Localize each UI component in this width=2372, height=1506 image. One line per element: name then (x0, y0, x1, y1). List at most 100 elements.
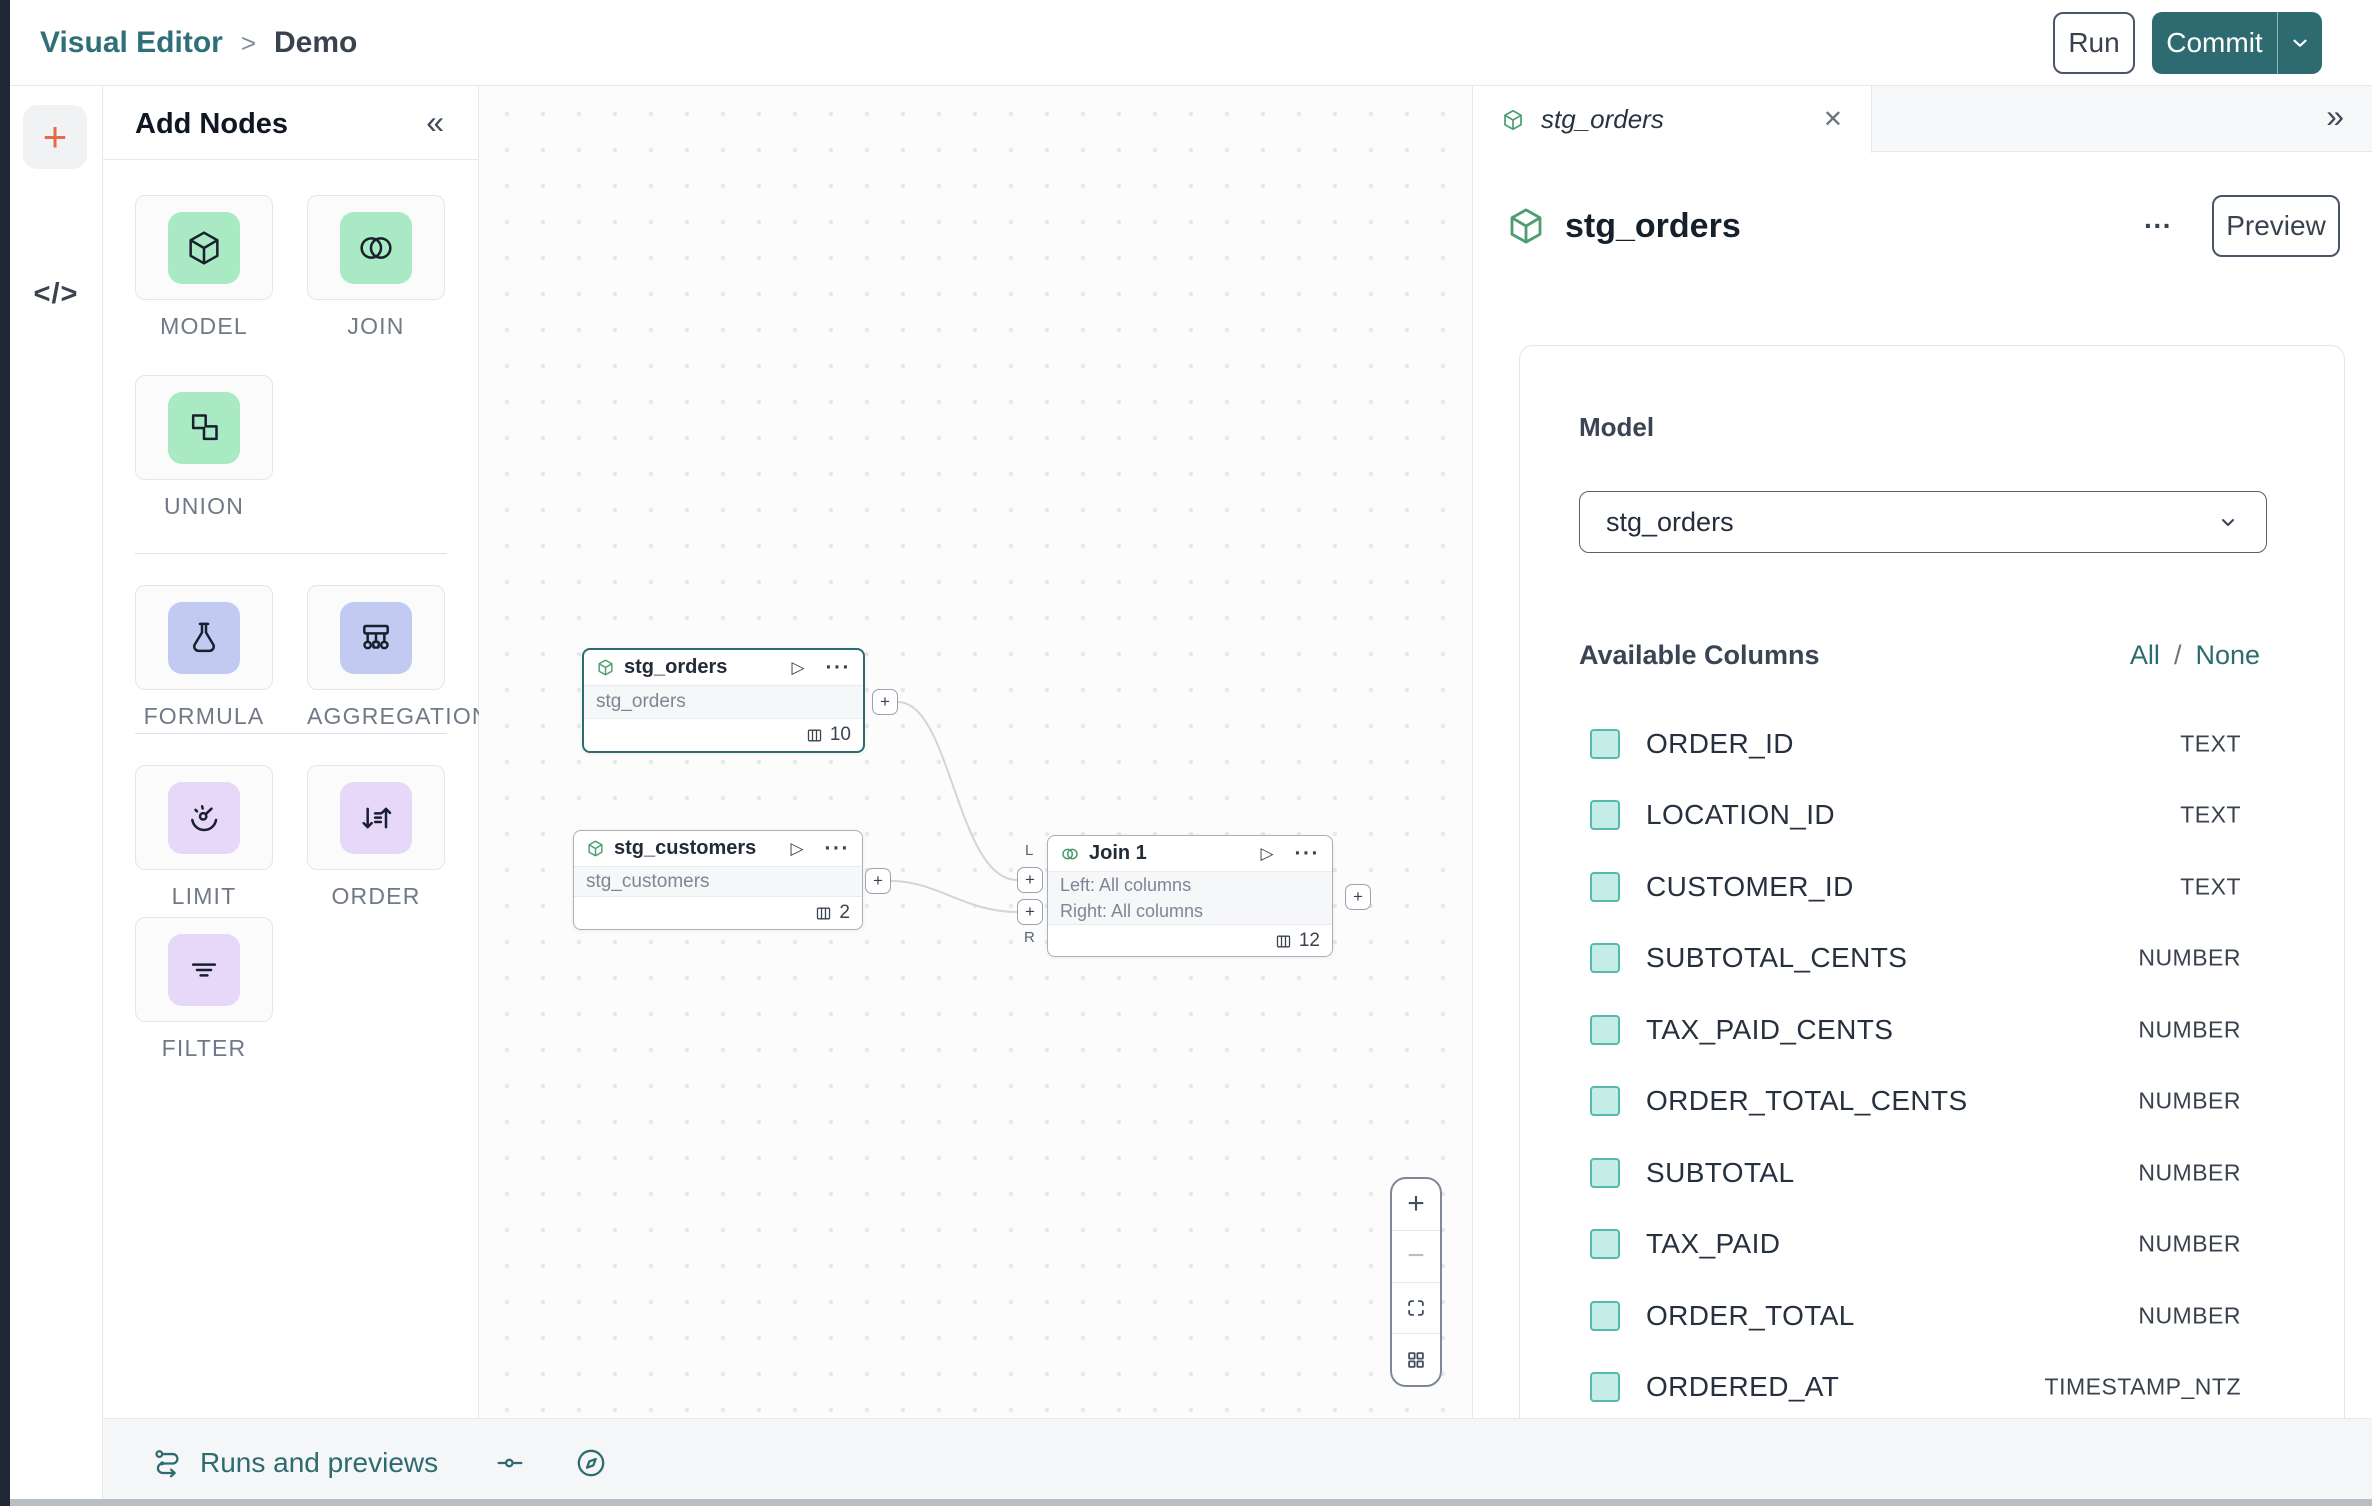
column-checkbox[interactable] (1590, 871, 1620, 902)
fit-view-icon (1408, 1300, 1424, 1316)
model-cube-icon (168, 211, 240, 284)
panel-menu-icon[interactable]: ··· (2144, 210, 2172, 241)
column-row: SUBTOTAL NUMBER (1520, 1137, 2344, 1209)
node-type-aggregation[interactable] (307, 585, 445, 690)
column-type: NUMBER (2138, 1087, 2241, 1114)
available-columns-header: Available Columns All / None (1579, 640, 2260, 671)
column-name: ORDER_TOTAL (1646, 1299, 1855, 1331)
join-right-port-label: R (1024, 929, 1035, 946)
node-type-join[interactable] (307, 195, 445, 300)
play-icon[interactable]: ▷ (791, 657, 805, 677)
commit-split-button[interactable]: Commit (2152, 12, 2322, 74)
node-header: stg_customers ▷ ··· (574, 831, 862, 866)
preview-button[interactable]: Preview (2212, 195, 2340, 257)
play-icon[interactable]: ▷ (790, 838, 804, 858)
panel-divider (103, 159, 478, 160)
column-name: SUBTOTAL (1646, 1156, 1795, 1188)
run-button[interactable]: Run (2053, 12, 2135, 74)
node-body: stg_customers (574, 866, 862, 897)
join-output-port[interactable]: + (1345, 884, 1371, 910)
column-checkbox[interactable] (1590, 943, 1620, 974)
select-all-link[interactable]: All (2129, 640, 2160, 670)
join-left-input-port[interactable]: + (1017, 867, 1043, 893)
commit-button[interactable]: Commit (2166, 27, 2263, 58)
dag-canvas[interactable]: stg_orders ▷ ··· stg_orders 10 + stg_cus… (479, 86, 1473, 1418)
close-tab-icon[interactable]: ✕ (1822, 106, 1843, 133)
collapse-panel-button[interactable]: « (426, 104, 444, 141)
auto-layout-button[interactable] (1392, 1334, 1440, 1385)
column-row: SUBTOTAL_CENTS NUMBER (1520, 923, 2344, 995)
node-type-formula[interactable] (135, 585, 273, 690)
compass-icon[interactable] (574, 1446, 608, 1480)
column-checkbox[interactable] (1590, 1014, 1620, 1045)
group-divider (135, 553, 447, 554)
commit-node-icon[interactable] (494, 1447, 526, 1479)
plus-icon: + (880, 692, 890, 711)
column-type: TIMESTAMP_NTZ (2044, 1373, 2241, 1400)
canvas-node-stg-orders[interactable]: stg_orders ▷ ··· stg_orders 10 (582, 648, 865, 753)
canvas-zoom-controls: + − (1390, 1177, 1442, 1387)
zoom-out-button[interactable]: − (1392, 1231, 1440, 1283)
tab-stg-orders[interactable]: stg_orders ✕ (1473, 86, 1872, 153)
stg-customers-output-port[interactable]: + (865, 868, 891, 894)
node-type-label: UNION (163, 493, 245, 519)
play-icon[interactable]: ▷ (1260, 843, 1274, 863)
node-type-order[interactable] (307, 765, 445, 870)
model-select-value: stg_orders (1606, 506, 1734, 537)
column-type: NUMBER (2138, 944, 2241, 971)
aggregation-tree-icon (340, 601, 412, 674)
node-type-union[interactable] (135, 375, 273, 480)
node-type-model[interactable] (135, 195, 273, 300)
code-view-button[interactable]: </> (10, 278, 102, 311)
expand-panel-button[interactable]: » (2326, 98, 2344, 135)
tab-title: stg_orders (1541, 104, 1664, 134)
chevron-down-icon (2293, 39, 2307, 47)
node-footer: 12 (1048, 925, 1332, 956)
column-row: ORDER_TOTAL NUMBER (1520, 1280, 2344, 1352)
columns-list: ORDER_ID TEXT LOCATION_ID TEXT CUSTOMER_… (1520, 708, 2344, 1418)
flask-icon (168, 601, 240, 674)
breadcrumb-visual-editor[interactable]: Visual Editor (40, 25, 223, 59)
node-menu-icon[interactable]: ··· (1294, 841, 1320, 865)
column-checkbox[interactable] (1590, 1300, 1620, 1331)
join-right-input-port[interactable]: + (1017, 899, 1043, 925)
plus-icon: + (1025, 902, 1035, 921)
column-name: SUBTOTAL_CENTS (1646, 942, 1908, 974)
add-node-tool-button[interactable]: + (23, 105, 87, 169)
column-name: CUSTOMER_ID (1646, 870, 1854, 902)
runs-and-previews-button[interactable]: Runs and previews (152, 1447, 438, 1479)
edge-connectors (890, 701, 1018, 913)
column-name: TAX_PAID (1646, 1228, 1781, 1260)
grid-icon (1408, 1351, 1424, 1368)
model-cube-icon (1504, 109, 1522, 130)
node-header: stg_orders ▷ ··· (584, 650, 863, 685)
canvas-node-stg-customers[interactable]: stg_customers ▷ ··· stg_customers 2 (573, 830, 863, 930)
select-none-link[interactable]: None (2195, 640, 2260, 670)
column-type: NUMBER (2138, 1230, 2241, 1257)
node-type-label: AGGREGATION (307, 703, 490, 729)
stg-orders-output-port[interactable]: + (872, 689, 898, 715)
column-checkbox[interactable] (1590, 800, 1620, 831)
node-menu-icon[interactable]: ··· (825, 655, 851, 679)
node-type-filter[interactable] (135, 917, 273, 1022)
column-count: 12 (1298, 930, 1320, 951)
column-name: ORDER_ID (1646, 727, 1794, 759)
node-type-limit[interactable] (135, 765, 273, 870)
node-type-label: JOIN (347, 313, 405, 339)
column-checkbox[interactable] (1590, 1086, 1620, 1117)
model-cube-icon (598, 659, 613, 676)
zoom-in-button[interactable]: + (1392, 1179, 1440, 1231)
filter-lines-icon (168, 933, 240, 1006)
canvas-node-join-1[interactable]: Join 1 ▷ ··· Left: All columns Right: Al… (1047, 835, 1333, 957)
column-checkbox[interactable] (1590, 1229, 1620, 1260)
model-select[interactable]: stg_orders (1579, 491, 2267, 553)
column-row: ORDER_ID TEXT (1520, 708, 2344, 780)
column-checkbox[interactable] (1590, 1372, 1620, 1403)
node-menu-icon[interactable]: ··· (824, 836, 850, 860)
node-body: stg_orders (584, 685, 863, 719)
fit-view-button[interactable] (1392, 1283, 1440, 1335)
column-type: TEXT (2180, 801, 2241, 828)
column-checkbox[interactable] (1590, 728, 1620, 759)
commit-dropdown-button[interactable] (2278, 12, 2322, 74)
column-checkbox[interactable] (1590, 1157, 1620, 1188)
